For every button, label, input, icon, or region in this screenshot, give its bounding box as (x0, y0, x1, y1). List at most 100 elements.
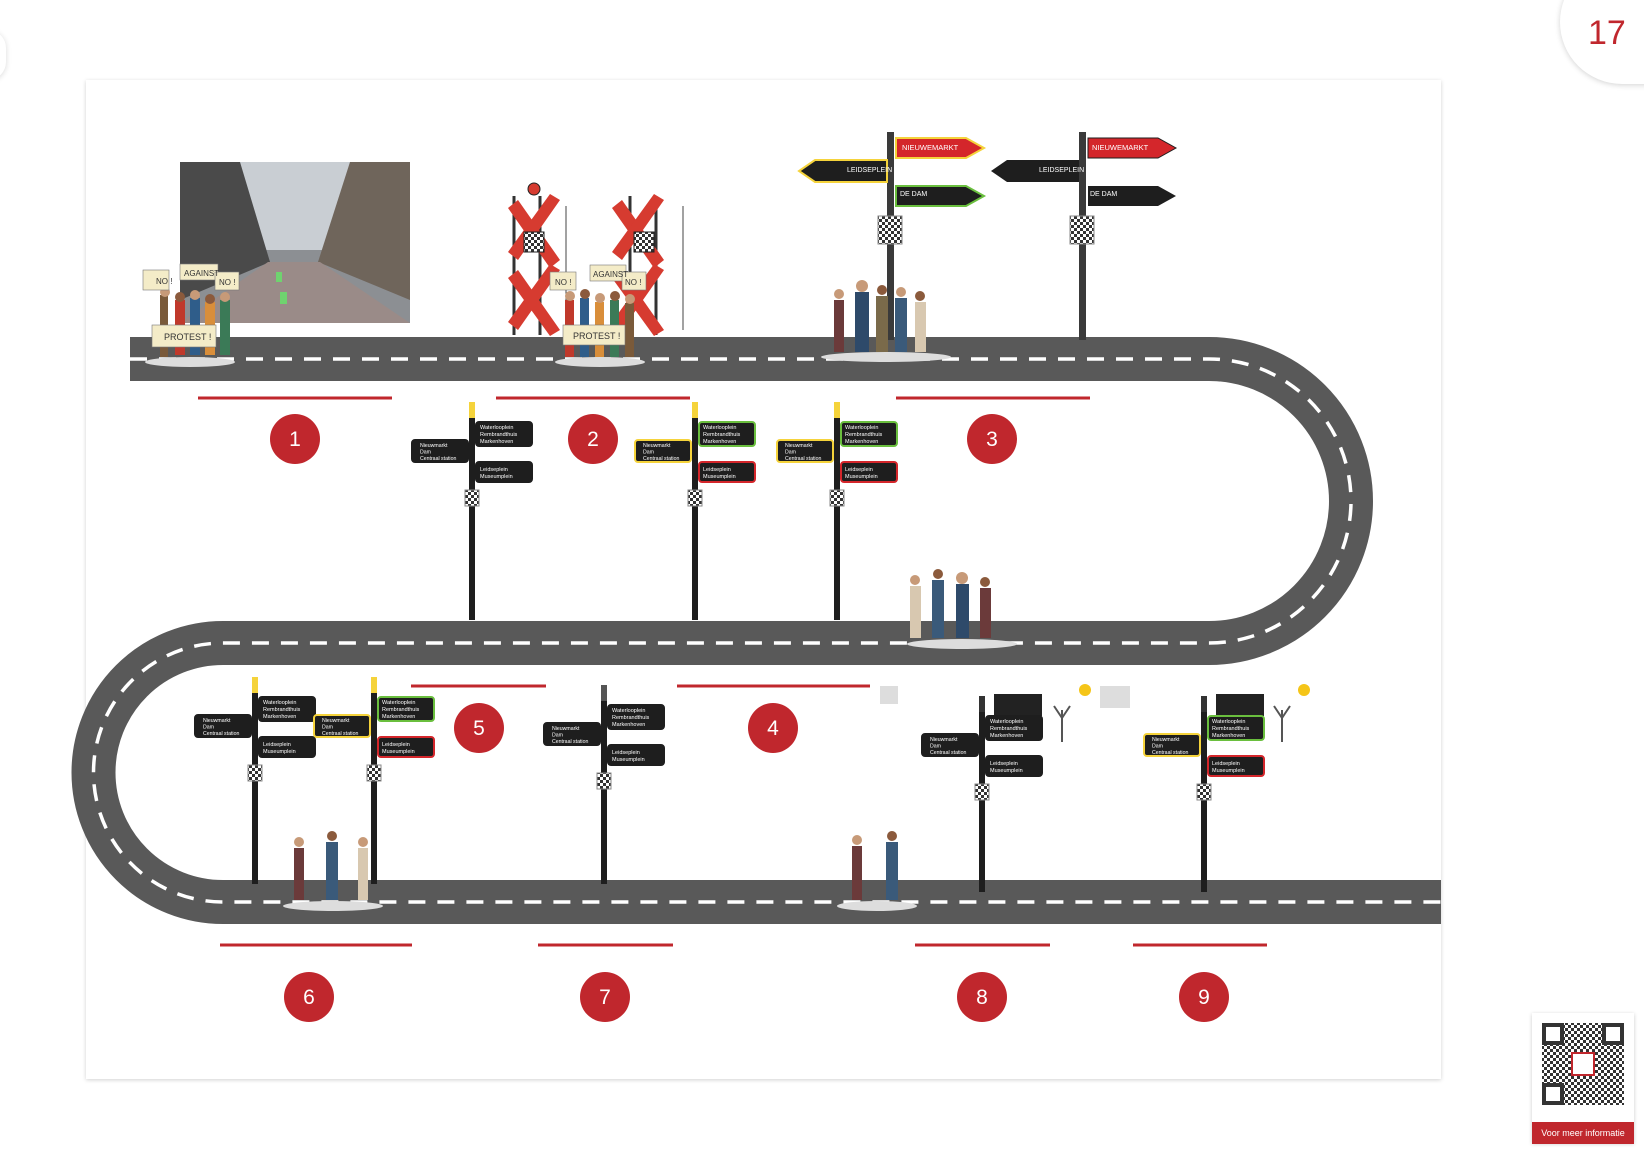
standard-signposts: WaterloopleinRembrandthuisMarkenhovenNie… (194, 402, 1265, 892)
step-badge (580, 972, 630, 1022)
signpost-qr-icon (596, 772, 612, 790)
step-number: 2 (587, 428, 599, 451)
big-sign-1-de-dam: DE DAM (900, 191, 927, 198)
step-badge (454, 703, 504, 753)
signpost-5-right-top-line: Waterlooplein (382, 700, 415, 706)
signpost-1: WaterloopleinRembrandthuisMarkenhovenNie… (411, 402, 533, 620)
solar-antenna-8 (880, 684, 1130, 742)
signpost-8-left-line: Nieuwmarkt (1152, 737, 1180, 743)
step-number: 5 (473, 717, 485, 740)
step-marker-6: 6 (220, 943, 412, 1022)
signpost-7-left-line: Centraal station (930, 750, 966, 756)
signpost-5-right-top-line: Markenhoven (382, 714, 415, 720)
signpost-1-right-top-line: Waterlooplein (480, 425, 513, 431)
big-signpost-2: NIEUWEMARKT LEIDSEPLEIN DE DAM (991, 132, 1178, 340)
signpost-4-right-bottom-line: Museumplein (263, 749, 296, 755)
signpost-4-right-top-line: Markenhoven (263, 714, 296, 720)
signpost-6-right-bottom-line: Museumplein (612, 757, 645, 763)
signpost-5-left-line: Centraal station (322, 731, 358, 737)
step-marker-7: 7 (538, 943, 673, 1022)
qr-card[interactable] (1532, 1013, 1634, 1143)
signpost-6-right-top-line: Rembrandthuis (612, 715, 650, 721)
big-sign-2-de-dam: DE DAM (1090, 191, 1117, 198)
step-number: 7 (599, 986, 611, 1009)
protest-sign-protest-1: PROTEST ! (164, 332, 211, 342)
signpost-6-left-line: Dam (552, 733, 563, 739)
signpost-7-right-top-line: Rembrandthuis (990, 726, 1028, 732)
signpost-1-right-top-line: Markenhoven (480, 439, 513, 445)
signpost-5-right-top-line: Rembrandthuis (382, 707, 420, 713)
signpost-8-right-top-line: Markenhoven (1212, 733, 1245, 739)
previous-page-tab[interactable] (0, 30, 6, 80)
signpost-qr-icon (687, 489, 703, 507)
big-sign-1-leidseplein: LEIDSEPLEIN (847, 167, 892, 174)
protest-sign-no-1: NO ! (156, 277, 172, 286)
step-marker-3: 3 (896, 396, 1090, 464)
walkers-group-4 (837, 831, 917, 911)
signpost-3-right-bottom-line: Leidseplein (845, 467, 873, 473)
signpost-4: WaterloopleinRembrandthuisMarkenhovenNie… (194, 677, 316, 884)
signpost-6-left-line: Centraal station (552, 739, 588, 745)
signpost-4-right-top-line: Rembrandthuis (263, 707, 301, 713)
signpost-2-right-bottom-line: Leidseplein (703, 467, 731, 473)
big-sign-1-nieuwmarkt: NIEUWEMARKT (902, 143, 959, 152)
signpost-1-left-line: Centraal station (420, 456, 456, 462)
walkers-group-1 (821, 280, 951, 362)
signpost-7-left-line: Dam (930, 744, 941, 750)
page-number: 17 (1588, 14, 1626, 52)
solar-antenna-9 (1273, 684, 1310, 742)
qr-label[interactable]: Voor meer informatie (1532, 1122, 1634, 1144)
signpost-3-right-bottom-line: Museumplein (845, 474, 878, 480)
signpost-qr-icon (247, 764, 263, 782)
step-marker-5: 5 (411, 684, 546, 753)
signpost-8: WaterloopleinRembrandthuisMarkenhovenNie… (1143, 694, 1265, 892)
barrier-sign-1 (508, 182, 567, 336)
step-number: 1 (289, 428, 301, 451)
signpost-1-left-line: Dam (420, 450, 431, 456)
signpost-6-right-top-line: Waterlooplein (612, 708, 645, 714)
signpost-qr-icon (366, 764, 382, 782)
step-badge (568, 414, 618, 464)
step-marker-4: 4 (677, 684, 870, 753)
signpost-7-right-bottom-line: Museumplein (990, 768, 1023, 774)
step-badge (1179, 972, 1229, 1022)
signpost-5: WaterloopleinRembrandthuisMarkenhovenNie… (313, 677, 435, 884)
step-badge (284, 972, 334, 1022)
signpost-3-left-line: Centraal station (785, 456, 821, 462)
step-badge (957, 972, 1007, 1022)
signpost-3-right-top-line: Markenhoven (845, 439, 878, 445)
signpost-3-right-top-line: Waterlooplein (845, 425, 878, 431)
signpost-qr-icon (974, 783, 990, 801)
step-number: 8 (976, 986, 988, 1009)
signpost-1-right-bottom-line: Leidseplein (480, 467, 508, 473)
signpost-6-left-line: Nieuwmarkt (552, 726, 580, 732)
signpost-7-right-bottom-line: Leidseplein (990, 761, 1018, 767)
protest-group-1: NO ! AGAINST NO ! PROTEST ! (142, 263, 240, 367)
signpost-6-right-top-line: Markenhoven (612, 722, 645, 728)
signpost-7-right-top-line: Waterlooplein (990, 719, 1023, 725)
step-number: 9 (1198, 986, 1210, 1009)
step-badge (748, 703, 798, 753)
big-sign-2-nieuwmarkt: NIEUWEMARKT (1092, 143, 1149, 152)
signpost-qr-icon (829, 489, 845, 507)
signpost-5-right-bottom-line: Museumplein (382, 749, 415, 755)
signpost-4-right-top-line: Waterlooplein (263, 700, 296, 706)
signpost-7: WaterloopleinRembrandthuisMarkenhovenNie… (921, 694, 1043, 892)
protest-sign-protest-2: PROTEST ! (573, 331, 620, 341)
signpost-2-left-line: Dam (643, 450, 654, 456)
big-signpost-1: NIEUWEMARKT LEIDSEPLEIN DE DAM (797, 132, 987, 340)
protest-sign-no-2: NO ! (219, 278, 235, 287)
step-markers: 1 2 3 4 5 6 7 8 9 (198, 396, 1267, 1022)
step-number: 6 (303, 986, 315, 1009)
step-marker-1: 1 (198, 396, 392, 464)
step-marker-2: 2 (496, 396, 690, 464)
signpost-5-left-line: Nieuwmarkt (322, 718, 350, 724)
signpost-2-left-line: Centraal station (643, 456, 679, 462)
signpost-3: WaterloopleinRembrandthuisMarkenhovenNie… (776, 402, 898, 620)
step-marker-8: 8 (915, 943, 1050, 1022)
step-marker-9: 9 (1133, 943, 1267, 1022)
signpost-8-left-line: Centraal station (1152, 750, 1188, 756)
signpost-qr-icon (464, 489, 480, 507)
protest-sign-against-2: AGAINST (593, 270, 628, 279)
signpost-8-left-line: Dam (1152, 744, 1163, 750)
